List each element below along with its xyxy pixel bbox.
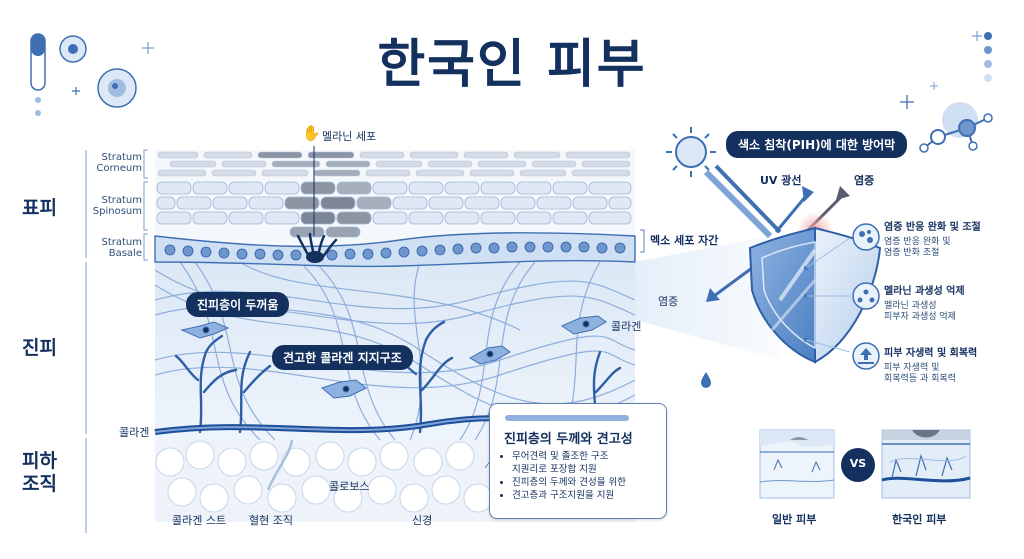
feature-1-desc-2: 염증 반화 조절 [884, 248, 940, 258]
normal-skin-thumb [759, 429, 835, 499]
sun-icon [666, 127, 716, 177]
sublayer-spinosum-line1: Stratum [101, 195, 142, 206]
page-title: 한국인 피부 [377, 35, 647, 95]
layer-label-dermis: 진피 [22, 337, 57, 359]
decor-top-left [30, 33, 154, 116]
label-collagen-left: 콜라겐 [119, 426, 150, 439]
defense-banner: 색소 침착(PIH)에 대한 방어막 [726, 131, 908, 158]
info-item: 무어견력 및 졸조한 구조 [512, 450, 626, 463]
feature-1-title: 염증 반응 완화 및 조절 [884, 222, 981, 233]
label-korean-skin: 한국인 피부 [892, 513, 947, 526]
layer-label-hypodermis-1: 피하 [22, 450, 57, 472]
label-inflammation: 염증 [854, 174, 875, 187]
fibroblasts [180, 315, 607, 399]
epidermis [154, 146, 636, 268]
pill-collagen-support: 견고한 콜라겐 지지구조 [272, 345, 413, 370]
info-item: 진피층의 두께와 견성을 위한 [512, 476, 626, 489]
feature-1: 염증 반응 완화 및 조절 염증 반응 완화 및 염증 반화 조절 [884, 218, 981, 259]
feature-3-desc-2: 회복력등 과 회복력 [884, 374, 956, 384]
sublayer-spinosum-line2: Spinosum [92, 206, 142, 217]
label-nerve: 신경 [412, 514, 433, 527]
label-blood-vessel: 혈현 조직 [249, 514, 293, 527]
feature-2-desc-1: 멜라닌 과생성 [884, 301, 937, 311]
hand-icon: ✋ [302, 124, 321, 142]
sublayer-corneum: Stratum Corneum [80, 152, 142, 174]
sublayer-spinosum: Stratum Spinosum [80, 195, 142, 217]
sublayer-corneum-line2: Corneum [96, 163, 142, 174]
info-box: 진피층의 두께와 견고성 무어견력 및 졸조한 구조 지퀀리로 포장합 지원 진… [489, 403, 667, 519]
melanocyte [296, 232, 338, 263]
sublayer-basale-line2: Basale [108, 248, 142, 259]
info-box-title: 진피층의 두께와 견고성 [504, 432, 633, 447]
label-collagen-st: 콜라겐 스트 [172, 514, 227, 527]
shield-icon [748, 226, 882, 364]
sublayer-corneum-line1: Stratum [101, 152, 142, 163]
vs-badge [841, 448, 875, 482]
feature-icons [852, 223, 880, 370]
label-pigment-gap: 멕소 세포 자간 [650, 234, 719, 247]
layer-label-epidermis: 표피 [22, 197, 57, 219]
feature-3-desc-1: 피부 자생력 및 [884, 363, 940, 373]
label-uv: UV 광선 [760, 174, 802, 187]
feature-2: 멜라닌 과생성 억제 멜라닌 과생성 피부자 과생성 억제 [884, 282, 965, 323]
sublayer-basale: Stratum Basale [80, 237, 142, 259]
feature-2-desc-2: 피부자 과생성 억제 [884, 312, 956, 322]
info-box-accent [505, 415, 629, 421]
label-normal-skin: 일반 피부 [772, 513, 817, 526]
label-melanin-cell: 멜라닌 세포 [322, 130, 377, 143]
info-item: 견고층과 구조지원을 지원 [512, 489, 626, 502]
pill-dermis-thick: 진피층이 두꺼움 [186, 292, 290, 317]
info-item: 지퀀리로 포장합 지원 [512, 464, 597, 475]
label-inflammation-left: 염증 [658, 295, 679, 308]
layer-label-hypodermis-2: 조직 [22, 473, 57, 495]
label-collagen-right: 콜라겐 [611, 320, 642, 333]
feature-3: 피부 자생력 및 회복력 피부 자생력 및 회복력등 과 회복력 [884, 344, 977, 385]
feature-2-title: 멜라닌 과생성 억제 [884, 286, 965, 297]
label-clobos: 콜로보스 [329, 480, 370, 493]
vs-label: VS [849, 457, 867, 470]
decor-top-right [900, 31, 993, 153]
sublayer-basale-line1: Stratum [101, 237, 142, 248]
info-box-list: 무어견력 및 졸조한 구조 지퀀리로 포장합 지원 진피층의 두께와 견성을 위… [500, 450, 626, 502]
feature-1-desc-1: 염증 반응 완화 및 [884, 237, 951, 247]
feature-3-title: 피부 자생력 및 회복력 [884, 348, 978, 359]
korean-skin-thumb [881, 429, 971, 499]
layer-brackets [85, 149, 148, 533]
